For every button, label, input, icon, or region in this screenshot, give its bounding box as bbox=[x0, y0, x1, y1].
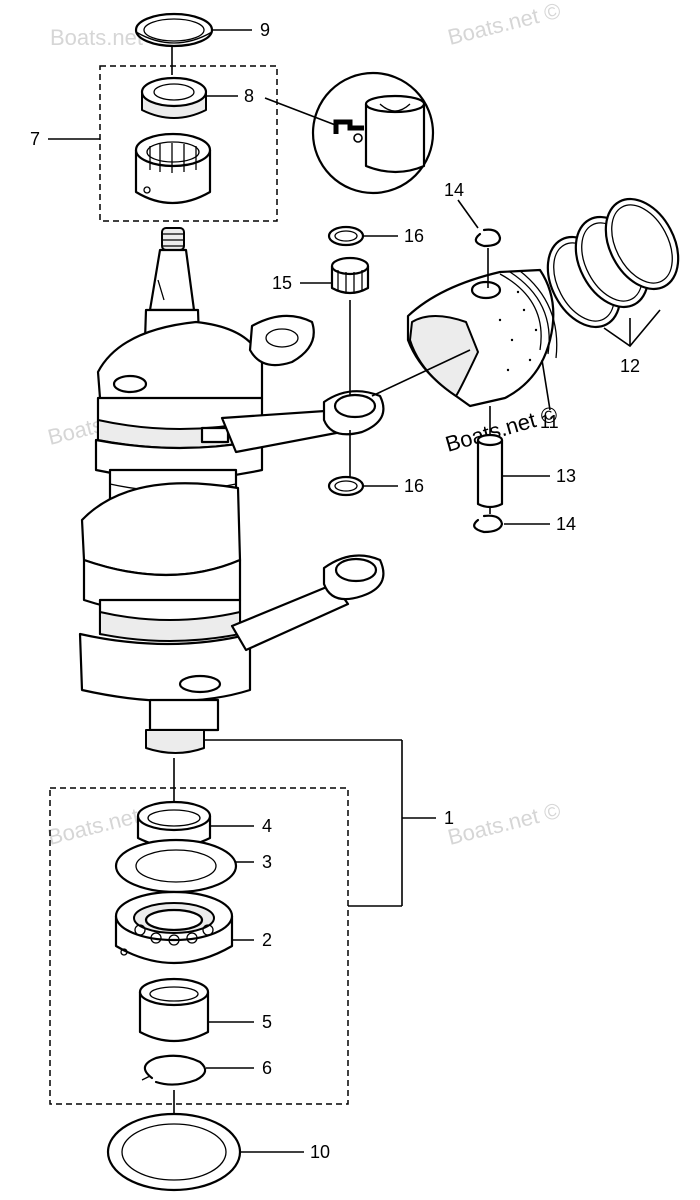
part-11-piston bbox=[406, 268, 558, 408]
callout-7: 7 bbox=[30, 129, 40, 149]
assembly-box-7 bbox=[99, 65, 278, 222]
leader-11 bbox=[541, 359, 551, 411]
part-4-oil-seal bbox=[136, 800, 212, 848]
callout-1: 1 bbox=[444, 808, 454, 828]
part-connecting-rod-lower bbox=[230, 554, 385, 652]
part-12-piston-rings bbox=[546, 197, 680, 329]
part-3-washer bbox=[114, 838, 238, 894]
callout-2: 2 bbox=[262, 930, 272, 950]
part-6-snap-ring bbox=[141, 1054, 207, 1086]
callout-13: 13 bbox=[556, 466, 576, 486]
part-8-seal-ring bbox=[140, 76, 208, 119]
watermark: Boats.net bbox=[50, 25, 143, 50]
lubrication-detail bbox=[311, 71, 435, 195]
part-14-circlip-lower bbox=[473, 514, 504, 534]
callout-10: 10 bbox=[310, 1142, 330, 1162]
part-13-piston-pin bbox=[476, 433, 504, 509]
part-16-thrust-washer-lower bbox=[327, 475, 365, 497]
leader-14a bbox=[457, 199, 479, 229]
part-2-ball-bearing bbox=[114, 890, 234, 965]
callout-8: 8 bbox=[244, 86, 254, 106]
callout-12: 12 bbox=[620, 356, 640, 376]
callout-6: 6 bbox=[262, 1058, 272, 1078]
callout-4: 4 bbox=[262, 816, 272, 836]
leader-8-detail bbox=[264, 97, 339, 127]
callout-14-lower: 14 bbox=[556, 514, 576, 534]
callout-3: 3 bbox=[262, 852, 272, 872]
part-7-needle-bearing bbox=[134, 132, 212, 205]
callout-5: 5 bbox=[262, 1012, 272, 1032]
assembly-box-lower bbox=[49, 787, 349, 1105]
part-connecting-rod-upper bbox=[220, 314, 385, 454]
part-10-washer bbox=[106, 1112, 242, 1192]
part-14-circlip bbox=[474, 228, 502, 248]
callout-16-upper: 16 bbox=[404, 226, 424, 246]
callout-14-upper: 14 bbox=[444, 180, 464, 200]
part-15-needle-bearing bbox=[330, 256, 370, 295]
watermark: Boats.net © bbox=[445, 0, 563, 50]
callout-11: 11 bbox=[540, 412, 559, 432]
watermark: Boats.net bbox=[45, 803, 141, 850]
watermark: Boats.net © bbox=[445, 798, 563, 850]
part-1-crankshaft bbox=[78, 227, 264, 754]
leader-12 bbox=[603, 309, 661, 348]
callout-9: 9 bbox=[260, 20, 270, 40]
callout-15: 15 bbox=[272, 273, 292, 293]
axis-line bbox=[371, 349, 471, 397]
part-5-sleeve bbox=[138, 977, 210, 1042]
callout-16-lower: 16 bbox=[404, 476, 424, 496]
part-9-oil-seal bbox=[134, 12, 214, 48]
part-16-thrust-washer bbox=[327, 225, 365, 247]
